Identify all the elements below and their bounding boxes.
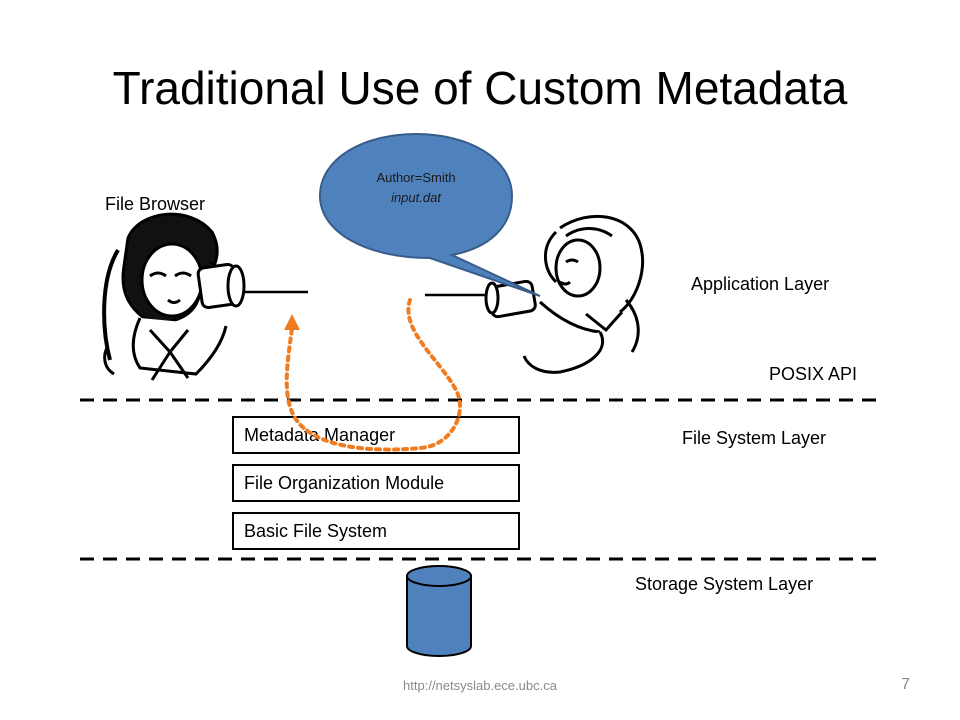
bubble-line-file: input.dat xyxy=(391,190,442,205)
slide-title: Traditional Use of Custom Metadata xyxy=(112,62,848,114)
file-system-layer-label: File System Layer xyxy=(682,428,827,448)
file-organization-module-box: File Organization Module xyxy=(232,464,520,502)
metadata-manager-box: Metadata Manager xyxy=(232,416,520,454)
speech-bubble: Author=Smith input.dat xyxy=(318,132,541,297)
application-layer-label: Application Layer xyxy=(691,274,830,294)
file-browser-label: File Browser xyxy=(105,194,206,214)
speaker-girl-icon xyxy=(484,214,645,374)
basic-file-system-box: Basic File System xyxy=(232,512,520,550)
storage-cylinder-icon xyxy=(406,565,472,657)
storage-system-layer-label: Storage System Layer xyxy=(635,574,814,594)
bubble-line-author: Author=Smith xyxy=(376,170,455,185)
listener-girl-icon xyxy=(102,212,246,381)
footer-url: http://netsyslab.ece.ubc.ca xyxy=(403,678,557,693)
posix-api-label: POSIX API xyxy=(769,364,858,384)
page-number: 7 xyxy=(901,676,910,693)
